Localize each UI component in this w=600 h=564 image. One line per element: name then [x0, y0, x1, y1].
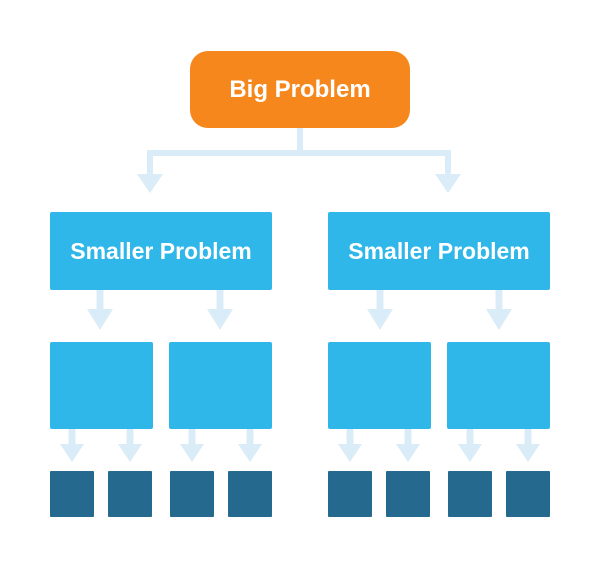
leaf-square-7 — [448, 471, 492, 517]
subproblem-box-4 — [447, 342, 550, 429]
leaf-square-2 — [108, 471, 152, 517]
subproblem-box-2 — [169, 342, 272, 429]
big-problem-box: Big Problem — [190, 51, 410, 128]
leaf-square-8 — [506, 471, 550, 517]
subproblem-to-leaf-arrowheads — [60, 444, 540, 462]
subproblem-box-3 — [328, 342, 431, 429]
smaller-problem-label-left: Smaller Problem — [70, 237, 252, 264]
leaf-square-6 — [386, 471, 430, 517]
leaf-square-5 — [328, 471, 372, 517]
leaf-square-1 — [50, 471, 94, 517]
smaller-problem-box-left: Smaller Problem — [50, 212, 272, 290]
big-problem-label: Big Problem — [229, 75, 371, 103]
leaf-square-3 — [170, 471, 214, 517]
subproblem-box-1 — [50, 342, 153, 429]
branch-to-subproblem-arrowheads — [87, 309, 512, 330]
branch-to-subproblem-connector — [96, 290, 503, 311]
root-to-branch-arrowheads — [137, 174, 461, 193]
leaf-square-4 — [228, 471, 272, 517]
smaller-problem-label-right: Smaller Problem — [348, 237, 530, 264]
smaller-problem-box-right: Smaller Problem — [328, 212, 550, 290]
subproblem-to-leaf-connector — [68, 429, 532, 446]
root-to-branch-connector — [147, 128, 451, 176]
